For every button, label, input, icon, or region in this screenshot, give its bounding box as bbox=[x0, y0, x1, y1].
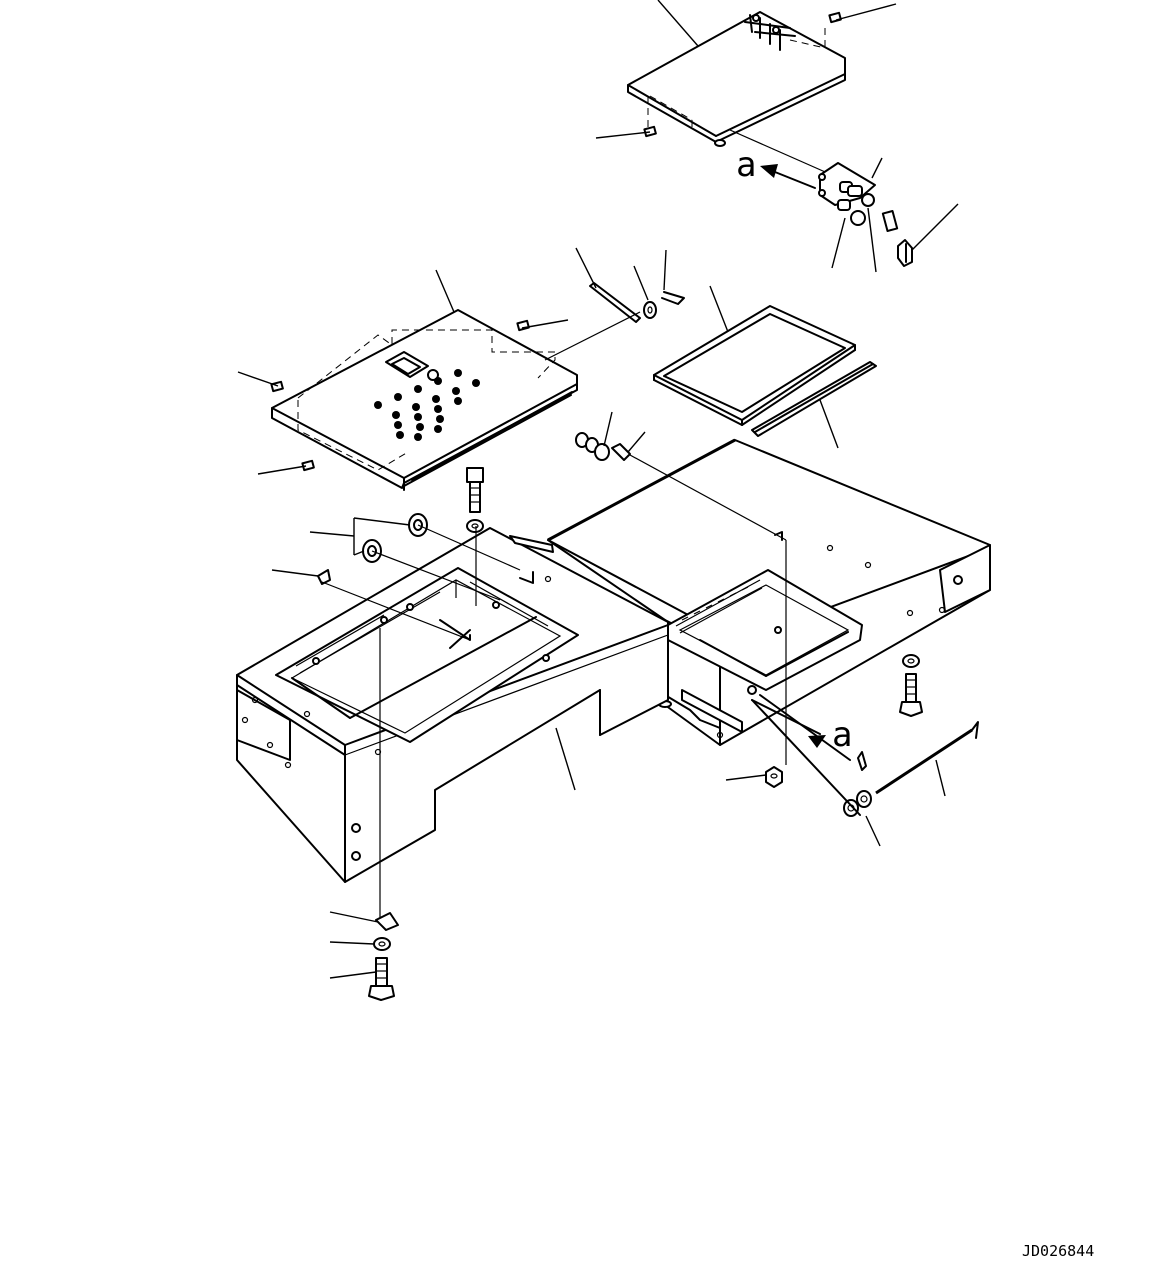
nut-under-box bbox=[765, 766, 783, 788]
lower-bolt-stack bbox=[368, 912, 399, 1001]
seal-frame bbox=[653, 305, 856, 426]
base-frame bbox=[236, 438, 991, 883]
support-rod bbox=[843, 721, 979, 817]
right-bolt-stack bbox=[899, 654, 923, 717]
bolts-top-center bbox=[466, 467, 484, 533]
seal-strip bbox=[751, 361, 877, 437]
leader-lines bbox=[237, 0, 959, 979]
drawing-number: JD026844 bbox=[1022, 1242, 1094, 1260]
left-cover-panel bbox=[270, 309, 578, 491]
clip-fastener bbox=[317, 569, 331, 585]
view-marker-label-lower: a bbox=[832, 715, 852, 755]
assembly-lines bbox=[321, 311, 787, 918]
view-marker-label-top: a bbox=[736, 145, 756, 185]
latch-parts bbox=[575, 432, 631, 461]
panel-hole-array bbox=[374, 369, 480, 441]
view-marker-top: a bbox=[736, 145, 816, 189]
hinge-bracket-assembly bbox=[818, 162, 913, 267]
plate-hardware-cluster bbox=[744, 14, 796, 51]
upper-cover-plate bbox=[627, 11, 846, 176]
vent-slots bbox=[681, 586, 749, 621]
rod-and-washer bbox=[589, 282, 685, 323]
grommet-pair bbox=[362, 513, 428, 563]
